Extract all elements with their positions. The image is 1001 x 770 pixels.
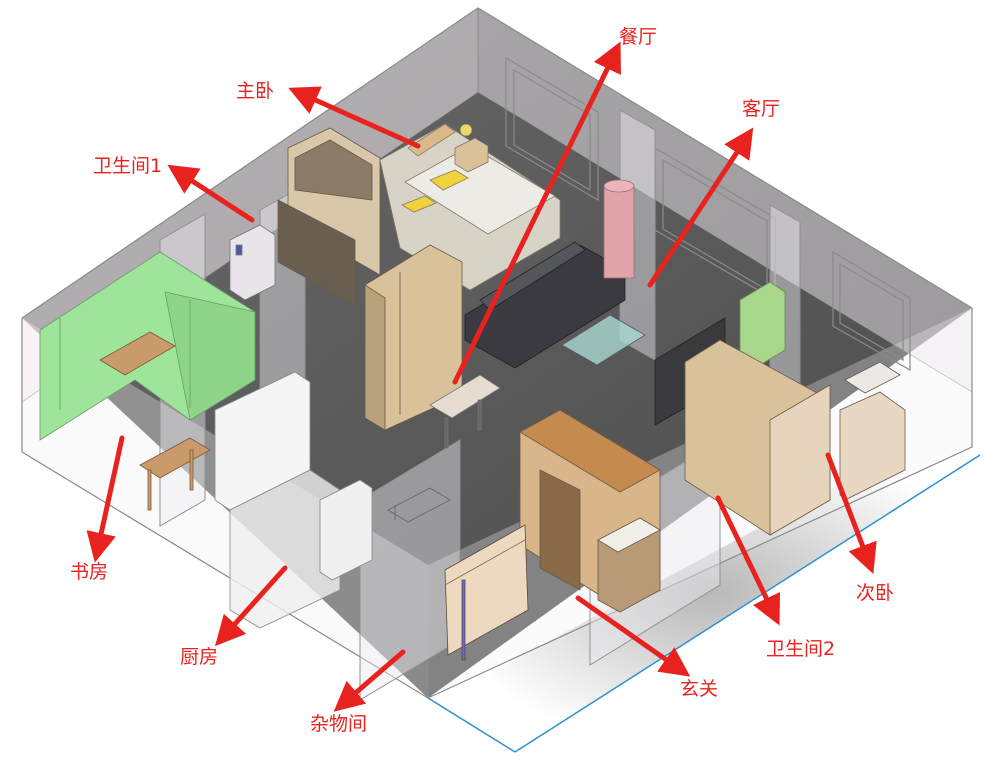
kitchen — [214, 371, 373, 629]
arrow-canting — [452, 41, 621, 385]
study-desk — [99, 331, 211, 511]
label-xuanguan: 玄关 — [680, 678, 719, 700]
label-zawujian: 杂物间 — [310, 713, 368, 735]
arrow-xuanguan — [575, 595, 691, 677]
nightstand — [454, 123, 489, 173]
pink-column — [603, 179, 635, 279]
front-left-wall — [22, 318, 428, 698]
label-shufang: 书房 — [70, 561, 109, 583]
coffee-table — [561, 314, 646, 366]
outline-edge — [427, 697, 516, 753]
arrow-zhuwo — [288, 86, 421, 149]
arrow-zawujian — [333, 649, 406, 712]
label-canting: 餐厅 — [619, 26, 658, 48]
storage-shelf — [444, 524, 529, 661]
label-zhuwo: 主卧 — [236, 80, 275, 102]
label-ciwo: 次卧 — [856, 582, 895, 604]
label-weishengjian1: 卫生间1 — [93, 155, 163, 177]
back-right-wall — [478, 8, 972, 392]
arrow-keting — [647, 127, 754, 288]
bathroom1-fixtures — [229, 224, 276, 301]
arrow-ciwo — [825, 452, 877, 575]
outline-edge — [514, 454, 981, 753]
arrow-weishengjian1 — [167, 164, 255, 223]
front-right-wall — [428, 308, 972, 698]
arrow-shufang — [86, 435, 125, 563]
arrow-chufang — [214, 565, 288, 647]
arrow-weishengjian2 — [715, 495, 780, 626]
second-bedroom-furniture — [684, 339, 906, 536]
dining-table — [429, 374, 501, 449]
label-chufang: 厨房 — [180, 646, 219, 668]
label-weishengjian2: 卫生间2 — [766, 638, 836, 660]
bathroom2-vanity — [597, 517, 661, 613]
sofa — [464, 241, 626, 369]
label-keting: 客厅 — [742, 98, 781, 120]
dish-rack — [387, 487, 451, 523]
master-wardrobe — [277, 127, 381, 306]
